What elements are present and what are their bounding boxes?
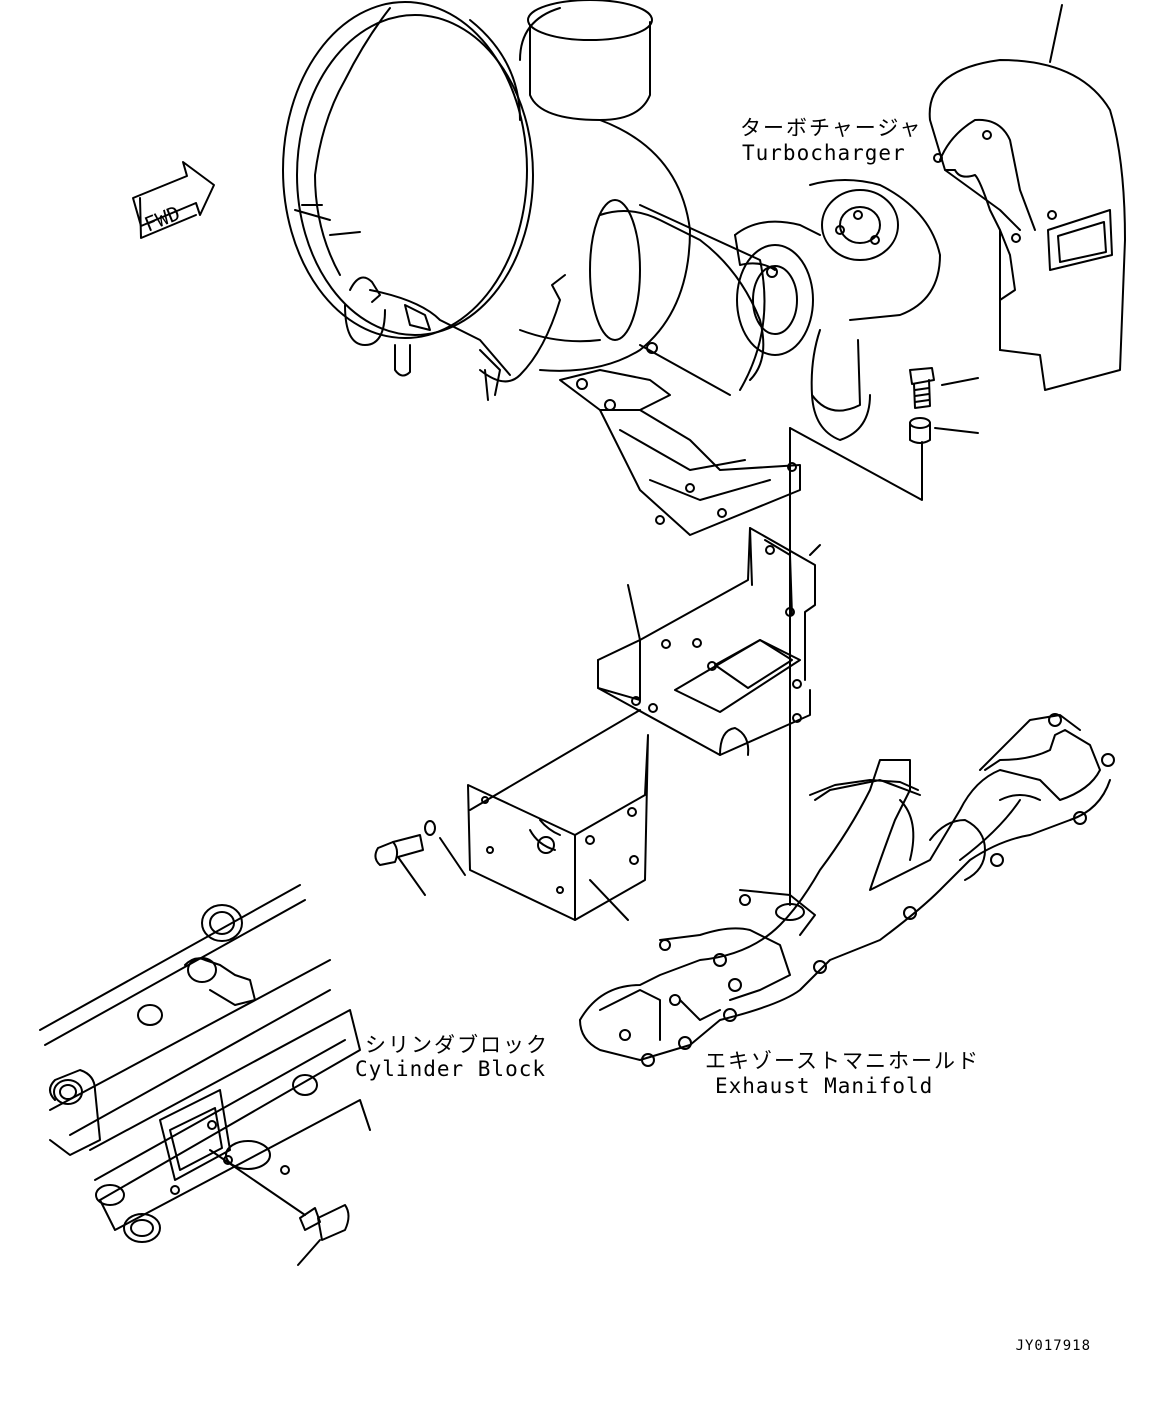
turbocharger: [735, 180, 940, 440]
cylinder-block-label-en: Cylinder Block: [355, 1057, 547, 1081]
fwd-arrow-icon: FWD: [133, 162, 214, 238]
bolt-and-spacer: [790, 368, 978, 905]
drawing-code: JY017918: [1015, 1338, 1091, 1354]
leader-lines: [810, 545, 820, 555]
air-cleaner-assembly: [283, 0, 800, 535]
turbocharger-label-en: Turbocharger: [742, 141, 906, 165]
turbo-heat-shield-cover: [930, 5, 1125, 390]
cylinder-block-label-jp: シリンダブロック: [365, 1033, 549, 1057]
turbocharger-label-jp: ターボチャージャ: [740, 116, 923, 140]
fwd-label: FWD: [141, 201, 183, 237]
exhaust-manifold: [580, 714, 1114, 1066]
lower-bracket: [375, 710, 648, 920]
exhaust-manifold-label-en: Exhaust Manifold: [715, 1074, 934, 1098]
turbo-support-bracket: [598, 528, 815, 755]
exhaust-manifold-label-jp: エキゾーストマニホールド: [705, 1049, 980, 1073]
cylinder-block: [40, 885, 370, 1265]
